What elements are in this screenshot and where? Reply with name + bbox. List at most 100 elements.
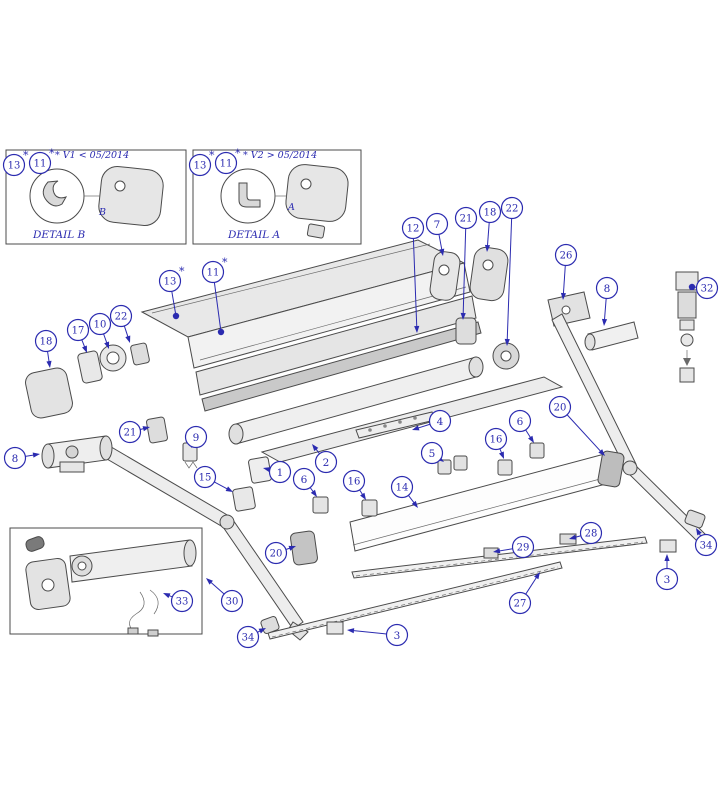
arrowhead (439, 248, 445, 256)
callout-34: 34 (694, 533, 718, 557)
arrowhead (598, 449, 605, 456)
callout-5: 5 (420, 441, 444, 465)
callout-number: 5 (429, 448, 436, 460)
callout-11: 11* (214, 147, 241, 175)
callout-10: 10 (88, 312, 112, 336)
callout-16: 16 (484, 427, 508, 451)
callout-number: 26 (560, 251, 573, 262)
detail-box-letter: A (287, 202, 295, 213)
callout-14: 14 (390, 475, 414, 499)
callout-number: 34 (242, 633, 255, 644)
callout-circle (158, 269, 182, 293)
callout-number: 1 (277, 467, 284, 479)
callout-8: 8 (595, 276, 619, 300)
arrowhead (360, 492, 366, 500)
callout-circle (554, 243, 578, 267)
arrowhead (347, 628, 355, 634)
detail-box-letter: B (98, 207, 106, 218)
callout-number: 18 (40, 337, 53, 348)
callout-number: 14 (396, 483, 409, 494)
callout-circle (511, 535, 535, 559)
callout-circle (401, 216, 425, 240)
callout-star: * (235, 147, 241, 160)
callout-number: 27 (514, 599, 527, 610)
callout-circle (28, 151, 52, 175)
callout-circle (214, 151, 238, 175)
callout-20: 20 (264, 541, 288, 565)
callout-12: 12 (401, 216, 425, 240)
rail-clip-3-right (659, 539, 677, 553)
callout-4: 4 (428, 409, 452, 433)
callout-number: 29 (517, 543, 530, 554)
callout-number: 6 (301, 474, 308, 486)
callout-circle (3, 446, 27, 470)
awning-case-drawing (140, 239, 482, 412)
callout-circle (188, 153, 212, 177)
arrowhead (263, 467, 271, 473)
callout-circle (264, 541, 288, 565)
callout-circle (201, 260, 225, 284)
arrowhead (32, 452, 40, 458)
inset-roller-drawing (69, 539, 193, 583)
arrowhead (310, 489, 317, 497)
callout-circle (34, 329, 58, 353)
arrowhead (601, 318, 608, 326)
callout-number: 11 (34, 159, 47, 170)
arrowhead (560, 292, 567, 300)
detail-a-bracket-drawing (285, 164, 349, 222)
arrowhead (460, 312, 466, 320)
right-tube-part (587, 321, 639, 351)
callout-21: 21 (454, 206, 478, 230)
callout-18: 18 (34, 329, 58, 353)
callout-18: 18 (478, 200, 502, 224)
callout-number: 7 (434, 219, 441, 231)
rail-end-cap-34-left (260, 616, 280, 634)
arrowhead (288, 545, 296, 551)
callout-number: 10 (94, 320, 107, 331)
callout-number: 13 (164, 277, 177, 288)
small-parts-drawing (146, 411, 625, 566)
callout-circle (428, 409, 452, 433)
callout-8: 8 (3, 446, 27, 470)
arrowhead (498, 451, 504, 459)
callout-number: 32 (701, 284, 714, 295)
left-end-caps-drawing (25, 342, 150, 419)
callout-16: 16 (342, 469, 366, 493)
callout-circle (500, 196, 524, 220)
callout-circle (292, 467, 316, 491)
arrowhead (569, 534, 577, 540)
callout-number: 16 (490, 435, 503, 446)
callout-circle (420, 441, 444, 465)
callout-26: 26 (554, 243, 578, 267)
motor-assembly-drawing (41, 435, 113, 473)
right-bracket-group-drawing (429, 246, 520, 370)
arrowhead (82, 345, 87, 353)
callout-number: 8 (604, 283, 611, 295)
arrowhead (225, 486, 233, 492)
callout-circle (66, 318, 90, 342)
detail-b-magnifier-circle (29, 168, 85, 224)
callout-star: * (49, 147, 55, 160)
callout-number: 8 (12, 453, 19, 465)
callout-circle (342, 469, 366, 493)
callout-number: 2 (323, 457, 330, 469)
callout-circle (314, 450, 338, 474)
callout-3: 3 (655, 567, 679, 591)
detail-a-small-part (306, 223, 326, 239)
callout-circle (595, 276, 619, 300)
callout-28: 28 (579, 521, 603, 545)
callout-circle (478, 200, 502, 224)
callout-number: 34 (700, 541, 713, 552)
callout-number: 20 (270, 549, 283, 560)
detail-b-bracket-drawing (98, 165, 164, 227)
arrowhead (142, 426, 150, 432)
inset-box (9, 527, 203, 637)
callout-30: 30 (220, 589, 244, 613)
callout-6: 6 (508, 409, 532, 433)
arrowhead (664, 554, 670, 561)
callout-9: 9 (184, 425, 208, 449)
callout-star: * (23, 149, 29, 162)
arrowhead (493, 548, 501, 554)
detail-box-title: DETAIL B (32, 229, 86, 241)
